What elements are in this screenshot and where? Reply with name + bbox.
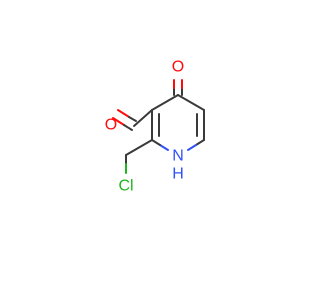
chlorine-label: Cl	[118, 178, 133, 195]
aldehyde-carbon-ring-bond	[133, 109, 153, 127]
ring-bond-c6-n1-nitrogen	[187, 144, 197, 151]
ring-bond-n1-c2	[151, 139, 161, 146]
ring-bond-c6-n1	[195, 139, 205, 146]
molecule-structure: O O N H Cl	[105, 59, 205, 195]
aldehyde-co-double-bond-a	[112, 117, 125, 126]
ring-bond-c4-c5	[177, 94, 205, 111]
ring-nitrogen-label: N	[172, 148, 184, 165]
ring-bond-n1-c2-nitrogen	[159, 144, 169, 151]
ring-nitrogen-hydrogen-label: H	[172, 166, 184, 183]
aldehyde-co-double-bond-a-carbon	[123, 124, 133, 131]
aldehyde-oxygen-label: O	[105, 117, 117, 134]
ring-to-ch2-bond	[125, 139, 153, 156]
ketone-oxygen-label: O	[172, 59, 184, 76]
aldehyde-co-double-bond-b-carbon	[128, 116, 137, 122]
ring-bond-c3-c4	[151, 94, 179, 111]
aldehyde-co-double-bond-b	[117, 109, 130, 118]
